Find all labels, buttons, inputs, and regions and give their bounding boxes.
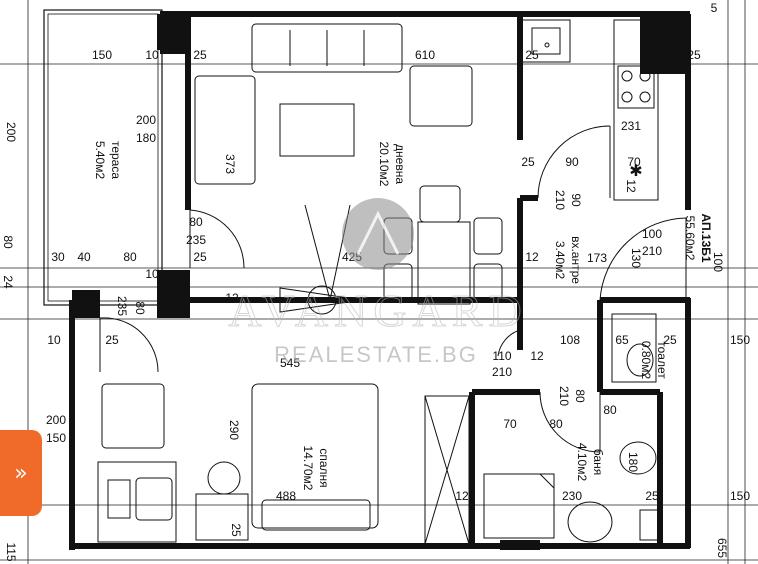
double-chevron-right-icon: » xyxy=(14,460,28,486)
dim: 100 xyxy=(642,227,662,241)
watermark: AVANGARD REALESTATE.BG xyxy=(228,198,527,367)
dim: 8 xyxy=(85,303,99,310)
svg-text:✱: ✱ xyxy=(629,163,642,180)
hall-name: вх.антре xyxy=(569,236,583,284)
dim: 90 xyxy=(569,193,583,207)
dim: 235 xyxy=(186,233,206,247)
dim: 25 xyxy=(105,333,119,347)
dim: 100 xyxy=(711,252,725,272)
dim: 12 xyxy=(455,489,469,503)
dim: 200 xyxy=(46,413,66,427)
dim: 12 xyxy=(525,250,539,264)
kitchen: ✱ xyxy=(521,19,659,201)
living-area: 20.10м2 xyxy=(377,142,391,187)
dim: 130 xyxy=(629,248,643,268)
dim: 70 xyxy=(503,417,517,431)
dim: 40 xyxy=(77,250,91,264)
dim: 10 xyxy=(145,267,159,281)
dim: 80 xyxy=(1,235,15,249)
hall-area: 3.40м2 xyxy=(553,241,567,280)
dim: 108 xyxy=(560,333,580,347)
dim: 80 xyxy=(133,301,147,315)
dim: 110 xyxy=(492,349,511,363)
dim: 30 xyxy=(51,250,65,264)
dim: 25 xyxy=(525,48,539,62)
dim: 70 xyxy=(627,155,641,169)
dim: 80 xyxy=(123,250,137,264)
dim: 10 xyxy=(145,48,159,62)
dim: 150 xyxy=(92,48,112,62)
dim: 25 xyxy=(193,48,207,62)
bath-fixtures xyxy=(483,313,659,543)
dim: 80 xyxy=(573,389,587,403)
dim: 115 xyxy=(4,542,18,561)
terrace-name: тераса xyxy=(109,141,123,179)
bath-name: баня xyxy=(591,449,605,475)
bedroom-name: спалня xyxy=(317,448,331,487)
wall-fill xyxy=(72,14,690,550)
dim: 173 xyxy=(587,251,607,265)
dim: 80 xyxy=(603,403,617,417)
bath-area: 4.10м2 xyxy=(575,443,589,482)
dim: 10 xyxy=(47,333,61,347)
dim: 25 xyxy=(229,523,243,537)
watermark-sub: REALESTATE.BG xyxy=(274,342,478,367)
terrace xyxy=(43,9,163,306)
dim: 180 xyxy=(626,452,640,472)
dim: 150 xyxy=(730,333,750,347)
dim: 231 xyxy=(621,119,641,133)
dim: 373 xyxy=(223,154,237,174)
dim: 80 xyxy=(549,417,563,431)
unit-label: АП.13Б1 xyxy=(699,213,713,262)
terrace-area: 5.40м2 xyxy=(93,141,107,180)
dim: 25 xyxy=(521,155,535,169)
dim: 12 xyxy=(624,179,638,193)
walls xyxy=(69,11,691,550)
dim: 210 xyxy=(553,190,567,210)
dim: 25 xyxy=(687,48,701,62)
dim: 200 xyxy=(136,113,156,127)
side-expand-button[interactable]: » xyxy=(0,430,42,516)
dim: 210 xyxy=(642,244,662,258)
living-name: дневна xyxy=(393,144,407,184)
dim: 610 xyxy=(415,48,435,62)
living-furniture xyxy=(194,23,503,305)
dim: 290 xyxy=(227,420,241,440)
dim: 200 xyxy=(4,122,18,142)
doors xyxy=(99,125,687,453)
dim: 24 xyxy=(1,275,15,289)
dim: 25 xyxy=(193,250,207,264)
wc-area: 0.80м2 xyxy=(639,341,653,380)
dim: 655 xyxy=(715,538,729,558)
dim: 5 xyxy=(711,1,718,15)
dim: 180 xyxy=(136,131,156,145)
dim: 488 xyxy=(276,489,296,503)
wc-name: тоалет xyxy=(655,341,669,379)
dim: 90 xyxy=(565,155,579,169)
dim: 210 xyxy=(492,365,512,379)
dim: 545 xyxy=(280,356,300,370)
bedroom-furniture xyxy=(97,285,470,545)
dim: 210 xyxy=(557,386,571,406)
dim: 12 xyxy=(225,291,239,305)
dim: 230 xyxy=(562,489,582,503)
dim: 80 xyxy=(189,215,203,229)
dim: 65 xyxy=(615,333,629,347)
room-labels: тераса 5.40м2 дневна 20.10м2 вх.антре 3.… xyxy=(93,141,713,491)
dim: 150 xyxy=(730,489,750,503)
watermark-brand: AVANGARD xyxy=(228,285,527,336)
unit-area: 55.60м2 xyxy=(683,216,697,261)
dim: 150 xyxy=(46,431,66,445)
dim: 25 xyxy=(663,333,677,347)
bedroom-area: 14.70м2 xyxy=(301,446,315,491)
dim: 12 xyxy=(530,349,544,363)
dim: 235 xyxy=(115,296,129,316)
dim: 25 xyxy=(645,489,659,503)
